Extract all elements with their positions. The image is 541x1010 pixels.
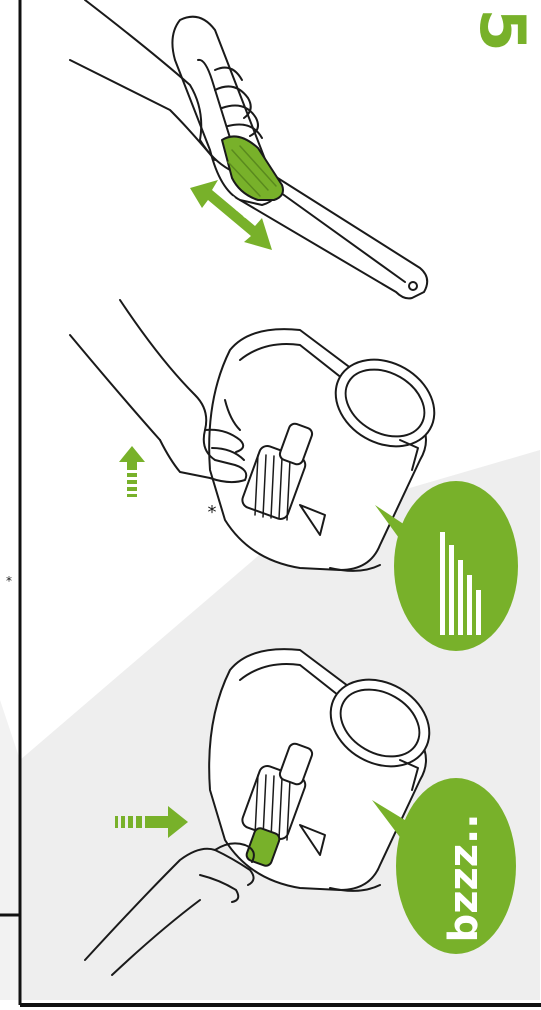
- right-arrow-icon: [115, 806, 188, 838]
- step-number-text: 5: [466, 8, 539, 51]
- asterisk-mark: *: [208, 502, 217, 523]
- signal-bars-bubble: [375, 481, 518, 651]
- bzzz-bubble: bzzz..: [372, 778, 516, 954]
- signal-bars-icon: [440, 532, 481, 635]
- vacuum-filter-lift-illustration: [69, 299, 436, 572]
- step-number: 5: [466, 8, 539, 51]
- double-arrow-icon: [190, 180, 272, 250]
- up-arrow-icon: [119, 446, 145, 497]
- left-edge-mark: *: [6, 574, 12, 588]
- hose-handle-illustration: [69, 0, 429, 300]
- vacuum-button-press-illustration: [84, 648, 431, 976]
- bzzz-text: bzzz..: [441, 814, 487, 943]
